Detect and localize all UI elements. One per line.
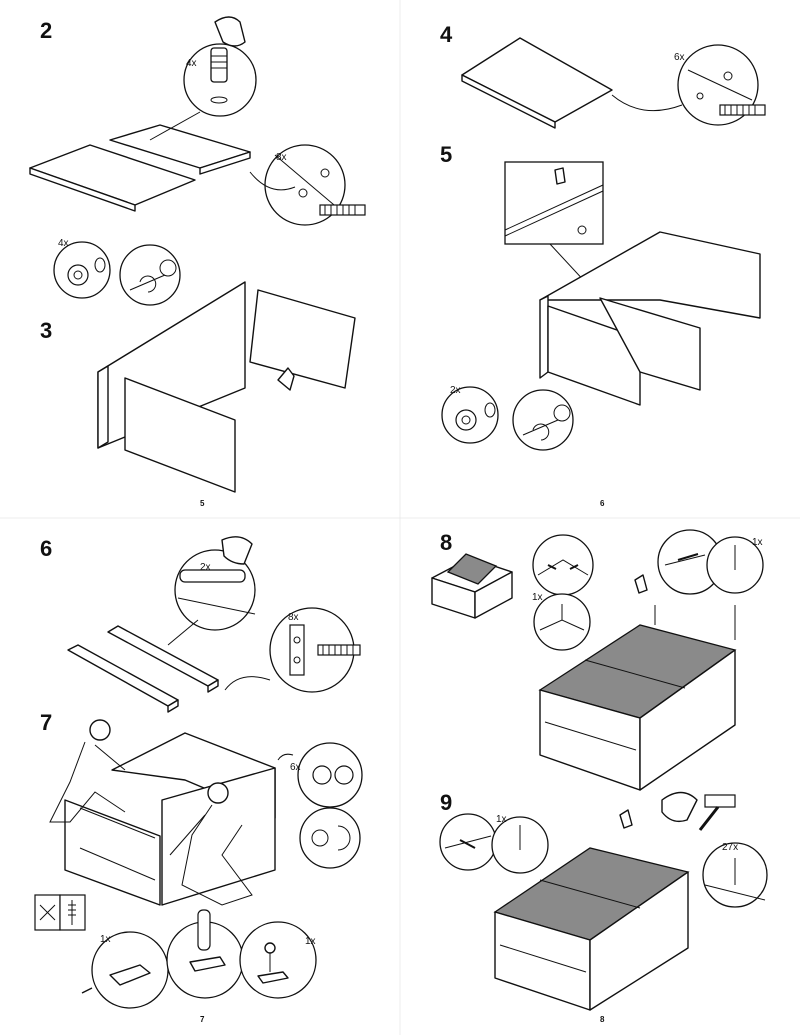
hand-icon xyxy=(221,536,253,565)
side-panel xyxy=(64,799,161,906)
zoom-circle xyxy=(532,534,594,596)
side-panel-edge xyxy=(199,151,251,175)
quantity-label: 8x xyxy=(288,612,299,623)
step-number: 5 xyxy=(440,142,452,167)
dowel-icon xyxy=(210,47,228,104)
quantity-label: 6x xyxy=(674,52,685,63)
box-back xyxy=(539,231,761,319)
hand-icon xyxy=(277,367,295,391)
dowel-icon xyxy=(179,569,246,583)
quantity-label: 1x xyxy=(532,592,543,603)
hand-icon xyxy=(214,16,246,47)
page-number: 7 xyxy=(200,1015,205,1024)
zoom-circle xyxy=(299,807,361,869)
panel-edge xyxy=(461,74,556,129)
side-panel xyxy=(124,377,236,493)
page-number: 5 xyxy=(200,499,205,508)
box-side xyxy=(639,649,736,791)
side-panel-edge xyxy=(29,167,136,212)
zoom-circle xyxy=(239,921,317,999)
zoom-circle xyxy=(512,389,574,451)
step-number: 3 xyxy=(40,318,52,343)
step-2: 2 4x 8x xyxy=(29,16,366,226)
side-panel xyxy=(249,289,356,389)
screw-icon xyxy=(317,644,361,656)
hand-icon xyxy=(554,167,566,185)
step-8: 8 1x 1x xyxy=(431,529,764,791)
screw-icon xyxy=(319,204,366,216)
quantity-label: 6x xyxy=(290,762,301,773)
step-number: 7 xyxy=(40,710,52,735)
zoom-box xyxy=(504,161,604,245)
panel xyxy=(446,553,498,585)
no-power-drill-icon xyxy=(34,894,86,931)
panel xyxy=(461,37,613,123)
rail-edge xyxy=(207,679,219,693)
cam-lock-icon xyxy=(67,257,106,286)
step-9: 9 1x 27x 8 xyxy=(439,790,768,1024)
quantity-label: 4x xyxy=(186,58,197,69)
box-side xyxy=(589,871,689,1011)
step-6: 6 2x 8x xyxy=(40,536,361,713)
step-number: 2 xyxy=(40,18,52,43)
page-number: 6 xyxy=(600,499,605,508)
panel-edge xyxy=(539,295,549,379)
step-number: 6 xyxy=(40,536,52,561)
quantity-label: 4x xyxy=(58,238,69,249)
quantity-label: 1x xyxy=(752,537,763,548)
person-figure xyxy=(169,782,253,906)
zoom-circle xyxy=(119,244,181,306)
quantity-label: 8x xyxy=(276,152,287,163)
quantity-label: 1x xyxy=(100,934,111,945)
quantity-label: 2x xyxy=(200,562,211,573)
rail-edge xyxy=(167,699,179,713)
hammer-icon xyxy=(698,794,736,831)
screw-icon xyxy=(81,987,93,994)
step-3: 3 4x 5 xyxy=(40,238,356,508)
step-7: 7 6x xyxy=(34,710,363,1024)
side-panel xyxy=(161,767,276,906)
quantity-label: 2x xyxy=(450,385,461,396)
hammer-icon xyxy=(619,809,633,829)
panel-edge xyxy=(97,365,109,449)
step-number: 9 xyxy=(440,790,452,815)
page-number: 8 xyxy=(600,1015,605,1024)
step-number: 4 xyxy=(440,22,453,47)
screw-icon xyxy=(719,104,766,116)
quantity-label: 1x xyxy=(496,814,507,825)
screw-icon xyxy=(264,942,276,954)
zoom-circle xyxy=(533,593,591,651)
cam-lock-icon xyxy=(455,402,496,431)
step-5: 5 2x 6 xyxy=(440,142,761,508)
cam-lock-icon xyxy=(312,765,354,785)
person-figure xyxy=(49,719,126,823)
quantity-label: 1x xyxy=(305,936,316,947)
step-number: 8 xyxy=(440,530,452,555)
hand-icon xyxy=(661,791,698,823)
side-panel xyxy=(599,297,701,391)
step-4: 4 6x xyxy=(440,22,766,129)
hammer-icon xyxy=(634,574,648,594)
quantity-label: 27x xyxy=(722,842,738,853)
box-thumbnail xyxy=(474,571,513,619)
